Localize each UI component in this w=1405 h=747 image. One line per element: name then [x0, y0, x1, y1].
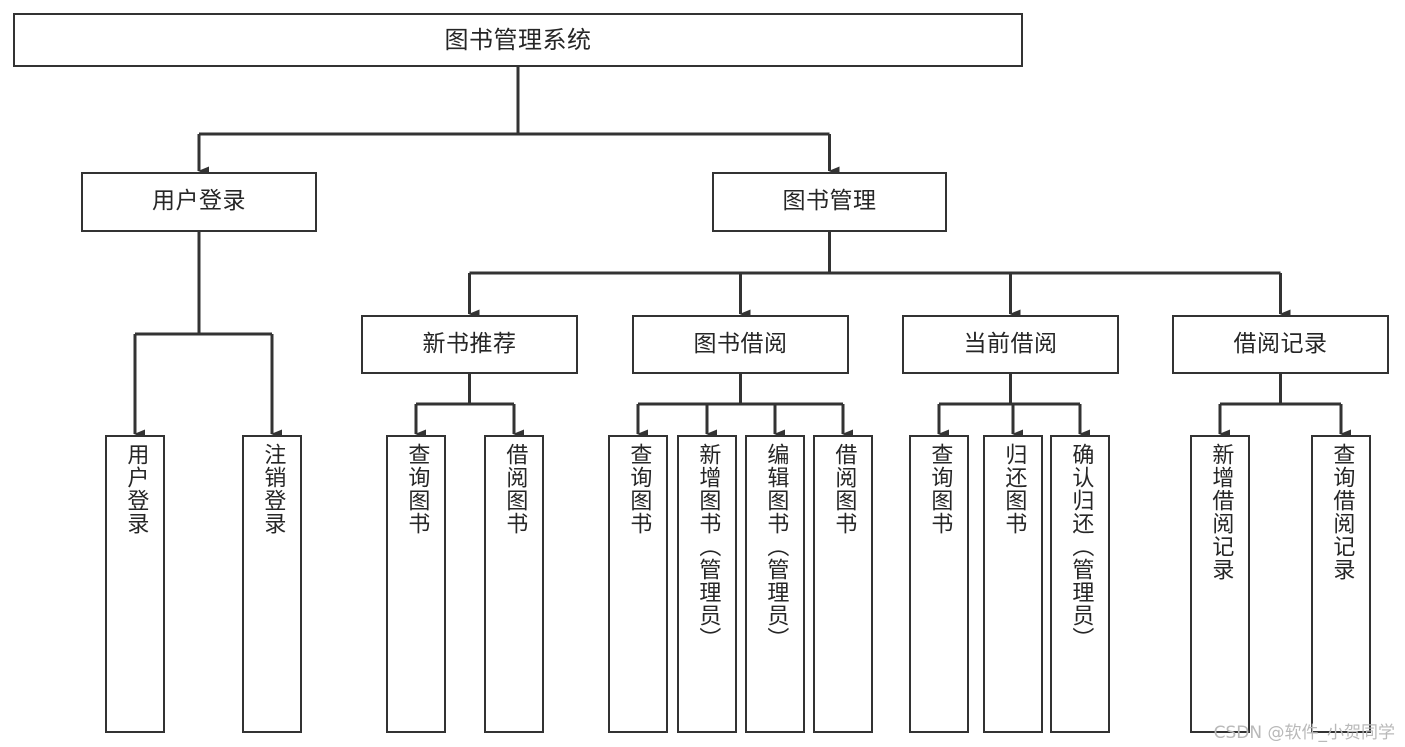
- leaf-user-login[interactable]: 用户登录: [105, 435, 165, 733]
- leaf-query-book-current[interactable]: 查询图书: [909, 435, 969, 733]
- leaf-add-borrow-record-label: 新增借阅记录: [1208, 443, 1234, 581]
- leaf-query-book-recommend-label: 查询图书: [404, 443, 430, 535]
- leaf-query-borrow-record-label: 查询借阅记录: [1329, 443, 1355, 581]
- leaf-add-book-admin-label: 新增图书（管理员）: [695, 443, 721, 650]
- leaf-borrow-book-recommend[interactable]: 借阅图书: [484, 435, 544, 733]
- leaf-borrow-book[interactable]: 借阅图书: [813, 435, 873, 733]
- node-borrow-record[interactable]: 借阅记录: [1172, 315, 1389, 374]
- connector-lines: [133, 67, 1351, 439]
- leaf-user-login-label: 用户登录: [123, 443, 149, 535]
- node-book-borrow-label: 图书借阅: [693, 330, 788, 357]
- node-user-login-label: 用户登录: [152, 188, 246, 215]
- node-user-login[interactable]: 用户登录: [81, 172, 317, 232]
- leaf-query-book-current-label: 查询图书: [927, 443, 953, 535]
- leaf-confirm-return-admin-label: 确认归还（管理员）: [1068, 443, 1094, 650]
- leaf-edit-book-admin[interactable]: 编辑图书（管理员）: [745, 435, 805, 733]
- node-book-management-label: 图书管理: [782, 188, 877, 215]
- leaf-query-book-borrow-label: 查询图书: [626, 443, 652, 535]
- leaf-query-borrow-record[interactable]: 查询借阅记录: [1311, 435, 1371, 733]
- leaf-add-book-admin[interactable]: 新增图书（管理员）: [677, 435, 737, 733]
- leaf-add-borrow-record[interactable]: 新增借阅记录: [1190, 435, 1250, 733]
- node-root-label: 图书管理系统: [444, 25, 592, 54]
- leaf-logout-label: 注销登录: [260, 443, 286, 535]
- leaf-return-book-label: 归还图书: [1001, 443, 1027, 535]
- leaf-logout[interactable]: 注销登录: [242, 435, 302, 733]
- node-root[interactable]: 图书管理系统: [13, 13, 1023, 67]
- node-new-book-recommend[interactable]: 新书推荐: [361, 315, 578, 374]
- leaf-return-book[interactable]: 归还图书: [983, 435, 1043, 733]
- node-book-management[interactable]: 图书管理: [712, 172, 947, 232]
- csdn-watermark: CSDN @软件_小贺同学: [1213, 723, 1395, 743]
- node-current-borrow[interactable]: 当前借阅: [902, 315, 1119, 374]
- leaf-borrow-book-recommend-label: 借阅图书: [502, 443, 528, 535]
- node-book-borrow[interactable]: 图书借阅: [632, 315, 849, 374]
- node-current-borrow-label: 当前借阅: [963, 330, 1058, 357]
- node-borrow-record-label: 借阅记录: [1233, 330, 1328, 357]
- node-new-book-recommend-label: 新书推荐: [422, 330, 517, 357]
- leaf-edit-book-admin-label: 编辑图书（管理员）: [763, 443, 789, 650]
- leaf-query-book-recommend[interactable]: 查询图书: [386, 435, 446, 733]
- leaf-borrow-book-label: 借阅图书: [831, 443, 857, 535]
- leaf-confirm-return-admin[interactable]: 确认归还（管理员）: [1050, 435, 1110, 733]
- leaf-query-book-borrow[interactable]: 查询图书: [608, 435, 668, 733]
